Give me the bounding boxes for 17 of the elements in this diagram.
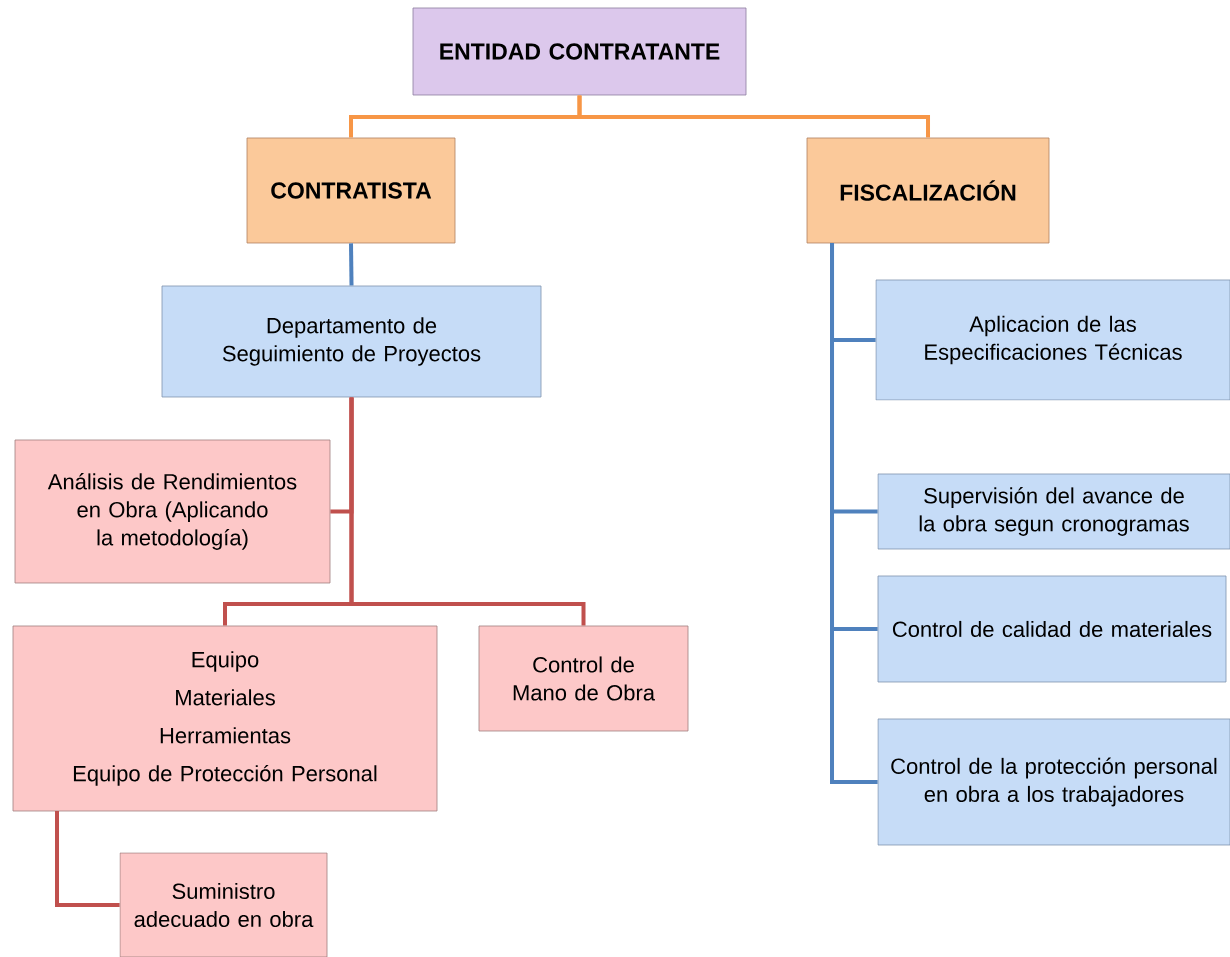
connector-line: [55, 811, 120, 907]
process-box: Control de Mano de Obra: [478, 625, 689, 732]
role-box: FISCALIZACIÓN: [806, 137, 1050, 244]
process-box: Control de calidad de materiales: [877, 575, 1227, 683]
connector-line: [349, 397, 586, 626]
connector-line: [830, 243, 878, 784]
process-box: Control de la protección personal en obra a los trabajadores: [877, 718, 1230, 846]
title-box: ENTIDAD CONTRATANTE: [412, 7, 747, 96]
process-box: Equipo Materiales Herramientas Equipo de Protección Personal: [12, 625, 438, 812]
connector-line: [349, 243, 354, 286]
process-box: Departamento de Seguimiento de Proyectos: [161, 285, 542, 398]
connector-line: [577, 95, 930, 138]
process-box: Suministro adecuado en obra: [119, 852, 328, 957]
process-box: Supervisión del avance de la obra segun cronogramas: [877, 473, 1230, 550]
process-box: Análisis de Rendimientos en Obra (Aplicando la metodología): [14, 439, 331, 584]
role-box: CONTRATISTA: [246, 137, 456, 244]
process-box: Aplicacion de las Especificaciones Técnicas: [875, 279, 1230, 401]
